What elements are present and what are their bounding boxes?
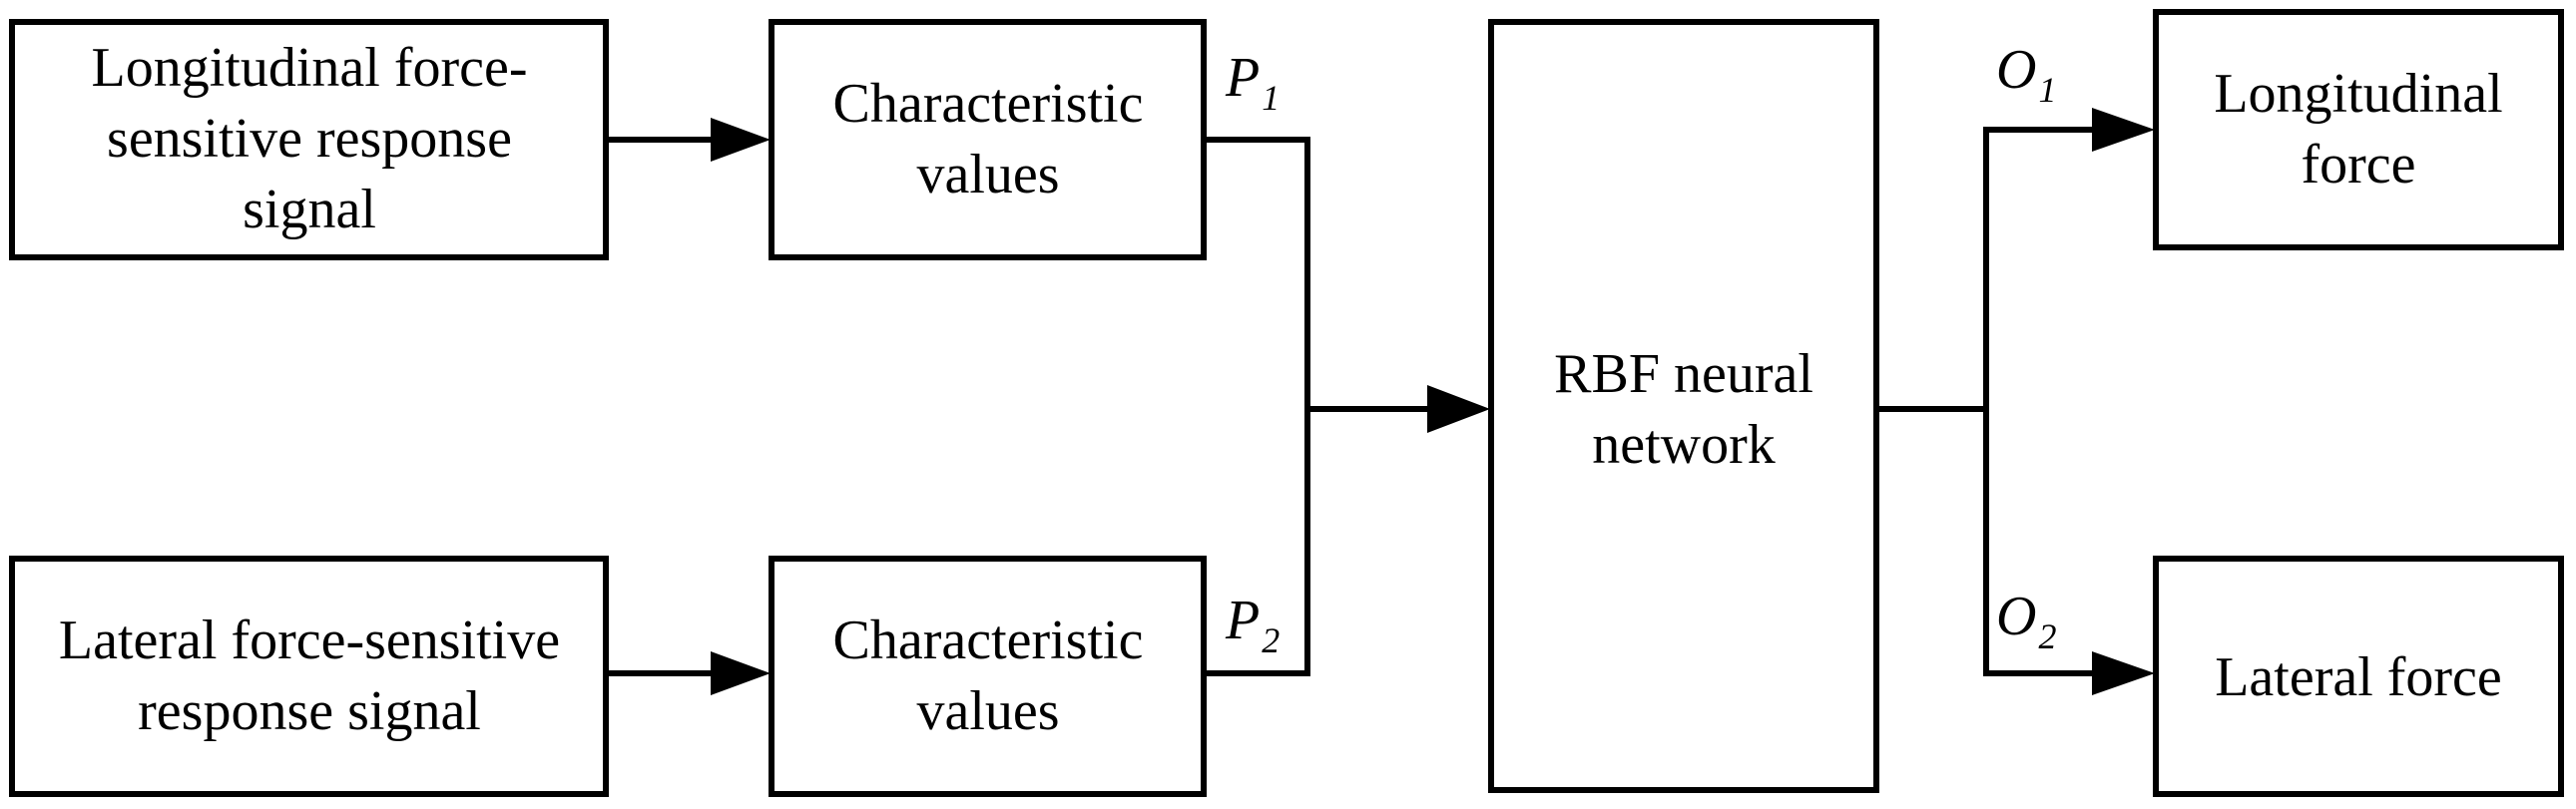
char-top-line-1: Characteristic [833, 73, 1144, 135]
label-o1: O1 [1996, 39, 2056, 110]
char-bottom-line-2: values [916, 680, 1059, 742]
label-p2: P2 [1225, 590, 1280, 660]
long-signal-line-3: signal [243, 179, 376, 240]
label-o2: O2 [1996, 586, 2056, 656]
long-force-line-1: Longitudinal [2214, 63, 2502, 125]
lateral-signal-box [9, 556, 609, 797]
lat-signal-line-2: response signal [138, 680, 481, 742]
arrow-to-longitudinal-force [2092, 108, 2155, 152]
characteristic-values-top-box [769, 19, 1207, 260]
longitudinal-force-box [2153, 9, 2564, 250]
longitudinal-signal-box [9, 19, 609, 260]
arrow-merge-to-rbf [1427, 385, 1490, 433]
lat-force-line-1: Lateral force [2215, 646, 2502, 708]
lateral-force-box [2153, 556, 2564, 797]
characteristic-values-bottom-box [769, 556, 1207, 797]
long-force-line-2: force [2301, 134, 2415, 196]
arrow-to-lateral-force [2092, 651, 2155, 695]
label-p1: P1 [1225, 47, 1280, 118]
lat-signal-line-1: Lateral force-sensitive [59, 609, 560, 671]
connector-output-split [1983, 127, 2096, 676]
rbf-network-box [1488, 19, 1879, 793]
rbf-line-2: network [1592, 414, 1776, 476]
rbf-line-1: RBF neural [1554, 343, 1813, 405]
char-bottom-line-1: Characteristic [833, 609, 1144, 671]
char-top-line-2: values [916, 144, 1059, 205]
arrow-lat-signal-to-char [711, 651, 771, 695]
long-signal-line-1: Longitudinal force- [92, 37, 528, 99]
long-signal-line-2: sensitive response [107, 108, 512, 170]
arrow-long-signal-to-char [711, 118, 771, 162]
